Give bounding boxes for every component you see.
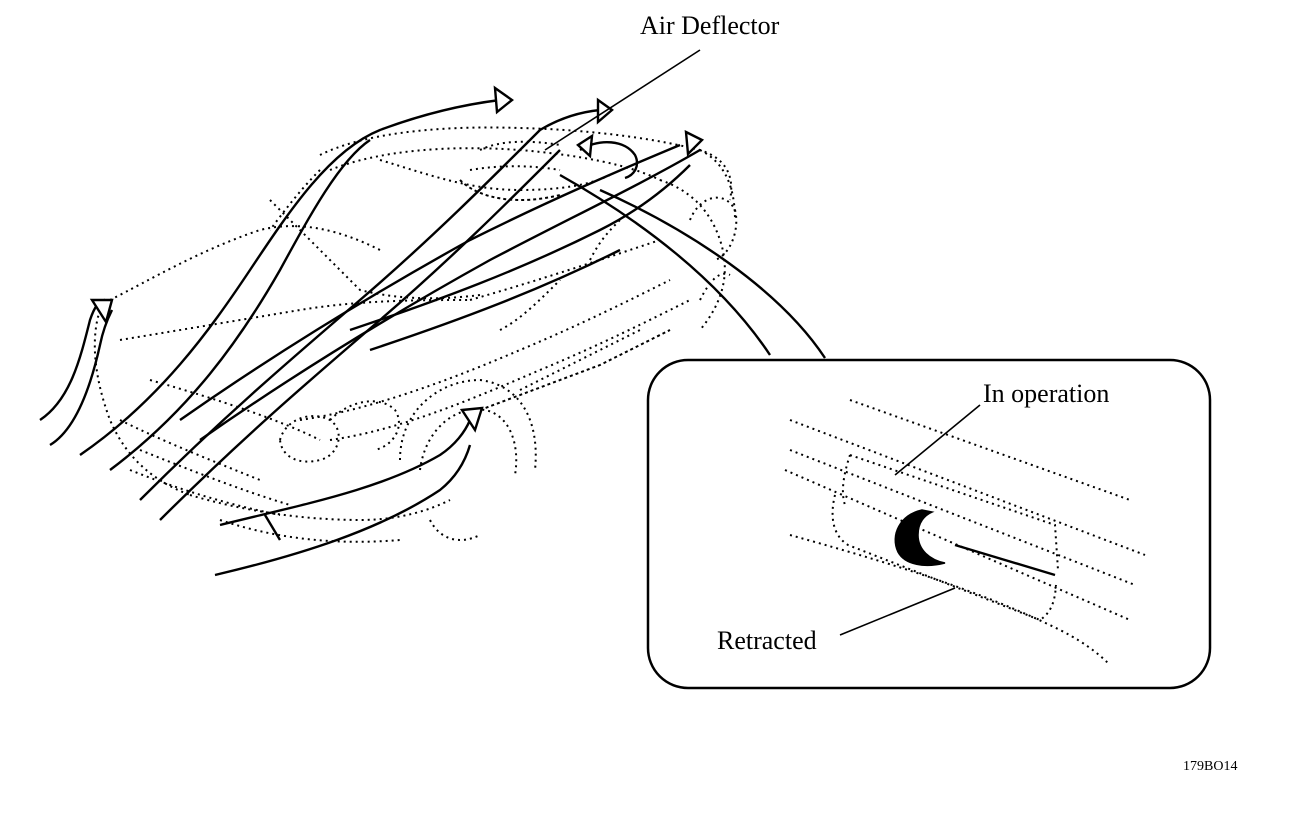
flow-arrowhead-top-1 bbox=[493, 85, 514, 115]
car-body-outline bbox=[93, 126, 738, 543]
air-deflector-label: Air Deflector bbox=[640, 11, 780, 40]
flow-arrowhead-curl bbox=[576, 133, 594, 159]
flow-arrowhead-left bbox=[89, 298, 114, 325]
inset-frame bbox=[646, 358, 1212, 690]
airflow-arrows bbox=[39, 85, 827, 577]
air-deflector-leader bbox=[544, 49, 701, 151]
in-operation-label: In operation bbox=[983, 379, 1110, 408]
deflector-hinge bbox=[894, 509, 946, 566]
retracted-leader bbox=[839, 587, 956, 636]
retracted-label: Retracted bbox=[717, 626, 817, 655]
flow-arrowhead-lower bbox=[459, 406, 484, 433]
in-operation-leader bbox=[894, 404, 981, 476]
flow-arrowhead-rear bbox=[684, 129, 705, 157]
figure-id: 179BO14 bbox=[1183, 759, 1238, 774]
deflector-detail-inset bbox=[646, 358, 1212, 690]
